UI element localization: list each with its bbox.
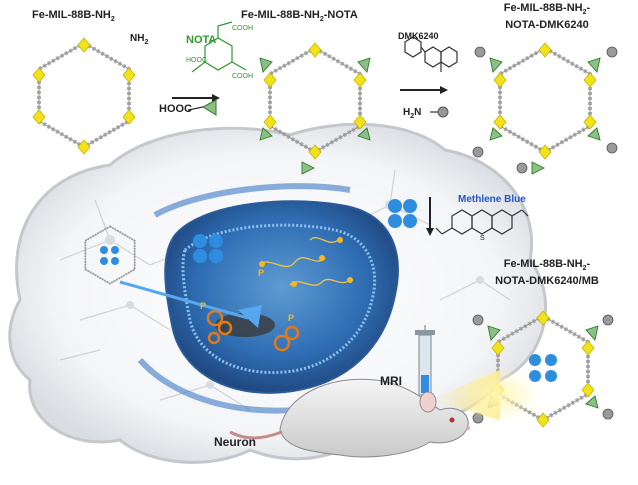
label-fe-mil-nota: Fe-MIL-88B-NH2-NOTA (241, 9, 358, 24)
label-nota: NOTA (186, 34, 217, 46)
mof-ring-3 (498, 46, 592, 154)
hooc-nota-wedge (201, 99, 217, 116)
rat-illustration (229, 378, 470, 458)
label-phospho-3: P (200, 301, 207, 311)
label-nh2: NH2 (130, 33, 149, 46)
mof-ring-1 (37, 41, 131, 149)
label-cooh-small: COOH (232, 73, 253, 80)
dmk-amine-ball (437, 106, 449, 118)
label-phospho-1: P (258, 268, 265, 278)
nota-structure (191, 21, 247, 73)
syringe (415, 325, 435, 420)
label-hooc: HOOC (159, 103, 192, 115)
label-neuron: Neuron (214, 435, 256, 449)
label-cooh-top: COOH (232, 25, 253, 32)
label-dmk6240: DMK6240 (398, 31, 439, 41)
methylene-blue-structure (435, 209, 529, 235)
mb-cargo-cluster-legend (388, 199, 417, 228)
process-arrow-dmk (400, 86, 448, 94)
label-fe-mil: Fe-MIL-88B-NH2 (32, 9, 115, 24)
label-s-atom: S (480, 235, 485, 242)
label-methylene-blue: Methlene Blue (458, 194, 526, 205)
label-hooc-small: HOOC (186, 57, 207, 64)
dmk6240-structure (404, 36, 458, 72)
label-fe-mil-nota-dmk: Fe-MIL-88B-NH2- NOTA-DMK6240 (503, 2, 591, 32)
label-h2n: H2N (403, 107, 422, 120)
process-arrow-mb (426, 197, 434, 236)
mb-cargo-ring4 (529, 354, 557, 382)
process-arrow-nota (172, 94, 220, 102)
label-mri: MRI (380, 374, 402, 388)
mb-cargo-small-ring (100, 246, 119, 265)
label-phospho-2: P (288, 313, 295, 323)
cell-nucleus (137, 183, 399, 414)
mb-cargo-cluster-cell (193, 234, 223, 263)
targeting-beam (119, 280, 249, 320)
label-fe-mil-nota-dmk-mb: Fe-MIL-88B-NH2- NOTA-DMK6240/MB (495, 258, 599, 288)
